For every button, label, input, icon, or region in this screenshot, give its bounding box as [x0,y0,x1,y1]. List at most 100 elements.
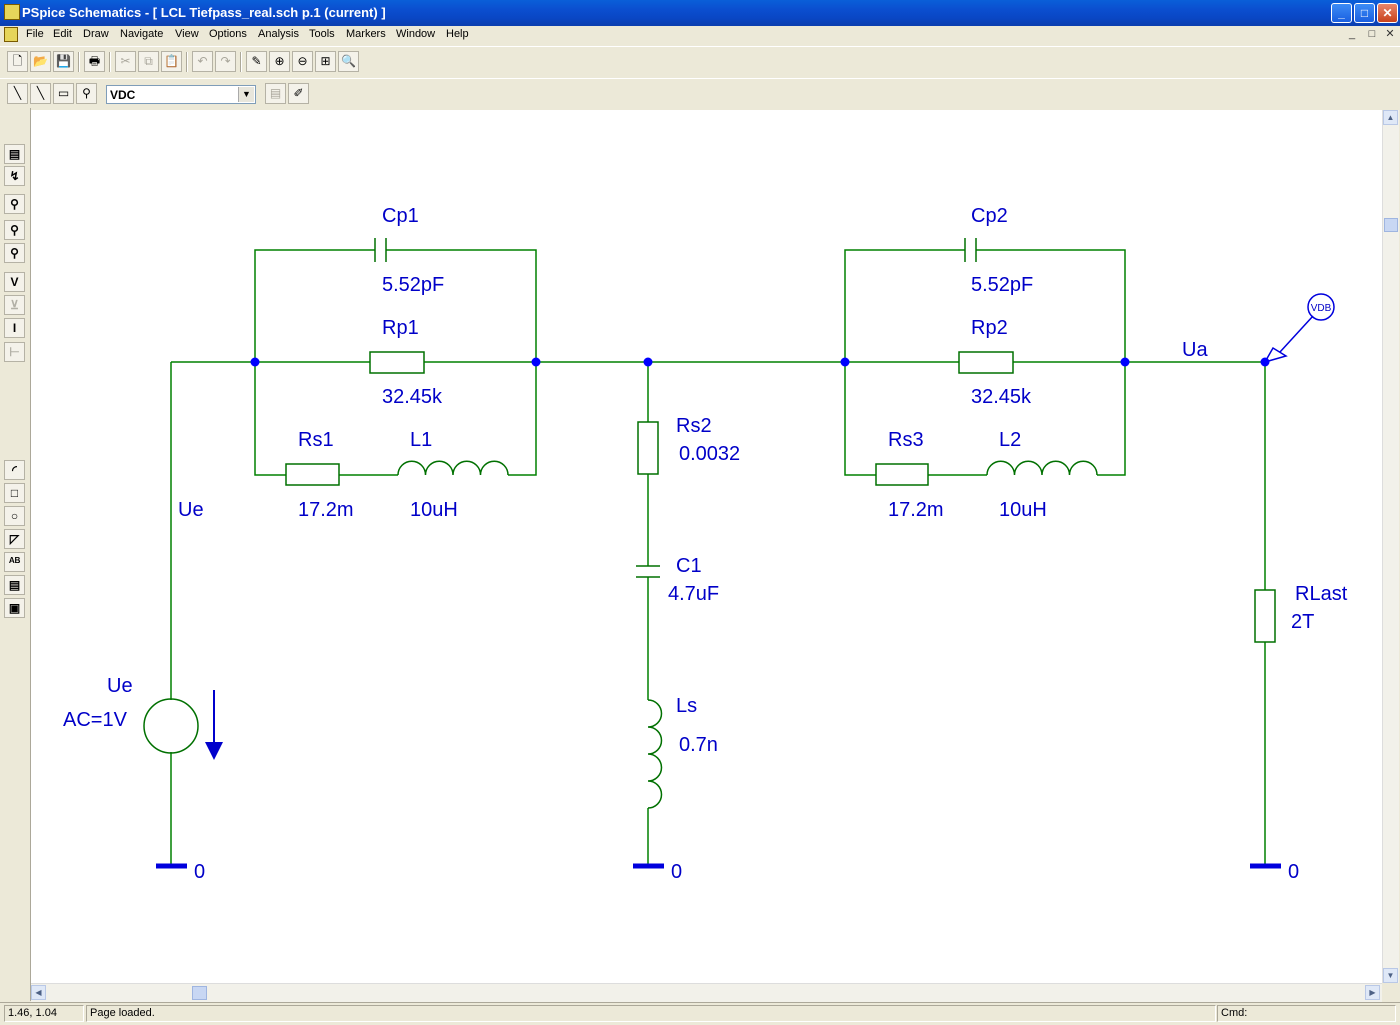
rp1-name[interactable]: Rp1 [382,317,419,339]
ls-name[interactable]: Ls [676,695,697,717]
menu-view[interactable]: View [175,28,199,40]
horizontal-scroll-thumb[interactable] [192,986,207,1000]
probe-2-icon[interactable]: ⚲ [4,220,25,240]
vdb-marker-icon[interactable] [1307,293,1335,321]
maximize-button[interactable]: □ [1354,3,1375,23]
net-label-ue[interactable]: Ue [178,499,204,521]
rlast-name[interactable]: RLast [1295,583,1348,605]
mdi-close-button[interactable]: ✕ [1385,28,1395,40]
menu-options[interactable]: Options [209,28,247,40]
scroll-down-icon[interactable]: ▼ [1383,968,1398,983]
paste-icon[interactable]: 📋 [161,51,182,72]
wire[interactable] [844,249,965,362]
new-icon[interactable]: 🗋 [7,51,28,72]
power-marker-icon[interactable]: ⊢ [4,342,25,362]
voltage-source-ue[interactable] [143,698,199,754]
zoom-fit-icon[interactable]: 🔍 [338,51,359,72]
cut-icon[interactable]: ✂ [115,51,136,72]
rs1-name[interactable]: Rs1 [298,429,334,451]
draw-circle-icon[interactable]: ○ [4,506,25,526]
command-field[interactable]: Cmd: [1217,1005,1396,1022]
wire[interactable] [386,249,537,362]
scroll-right-icon[interactable]: ▶ [1365,985,1380,1000]
print-icon[interactable]: 🖶 [84,51,105,72]
wire[interactable] [508,362,537,476]
scroll-up-icon[interactable]: ▲ [1383,110,1398,125]
ls-value[interactable]: 0.7n [679,734,718,756]
probe-icon[interactable]: ⚲ [4,194,25,214]
c1-name[interactable]: C1 [676,555,702,577]
vertical-scrollbar[interactable]: ▲ ▼ [1382,110,1399,983]
resistor-rlast[interactable] [1254,589,1276,643]
net-label-ua[interactable]: Ua [1182,339,1208,361]
save-icon[interactable]: 💾 [53,51,74,72]
menu-tools[interactable]: Tools [309,28,335,40]
junction-node[interactable] [531,357,541,367]
open-icon[interactable]: 📂 [30,51,51,72]
zoom-in-icon[interactable]: ⊕ [269,51,290,72]
junction-node[interactable] [1120,357,1130,367]
cp1-value[interactable]: 5.52pF [382,274,444,296]
redraw-icon[interactable]: ✎ [246,51,267,72]
l2-value[interactable]: 10uH [999,499,1047,521]
wire[interactable] [254,362,286,476]
document-icon[interactable] [4,27,18,42]
probe-3-icon[interactable]: ⚲ [4,243,25,263]
menu-navigate[interactable]: Navigate [120,28,164,40]
resistor-rs2[interactable] [637,421,659,475]
redo-icon[interactable]: ↷ [215,51,236,72]
junction-node[interactable] [840,357,850,367]
minimize-button[interactable]: _ [1331,3,1352,23]
voltage-diff-marker-icon[interactable]: ⊻ [4,295,25,315]
text-icon[interactable]: ᴬᴮ [4,552,25,572]
draw-wire-icon[interactable]: ╲ [7,83,28,104]
draw-block-icon[interactable]: ▭ [53,83,74,104]
draw-arc-icon[interactable]: ◜ [4,460,25,480]
zoom-area-icon[interactable]: ⊞ [315,51,336,72]
edit-attributes-icon[interactable]: ▤ [265,83,286,104]
resistor-rs1[interactable] [285,463,340,486]
get-part-icon[interactable]: ⚲ [76,83,97,104]
rs2-name[interactable]: Rs2 [676,415,712,437]
wire[interactable] [844,362,876,476]
mdi-minimize-button[interactable]: _ [1348,28,1356,40]
rp2-name[interactable]: Rp2 [971,317,1008,339]
zoom-out-icon[interactable]: ⊖ [292,51,313,72]
l1-name[interactable]: L1 [410,429,432,451]
draw-polyline-icon[interactable]: ◸ [4,529,25,549]
resistor-rp1[interactable] [369,351,425,374]
draw-bus-icon[interactable]: ╲ [30,83,51,104]
cp2-name[interactable]: Cp2 [971,205,1008,227]
menu-window[interactable]: Window [396,28,436,40]
menu-markers[interactable]: Markers [346,28,386,40]
wire[interactable] [1097,362,1126,476]
part-name-select[interactable]: VDC ▼ [106,85,256,104]
scroll-left-icon[interactable]: ◀ [31,985,46,1000]
rs2-value[interactable]: 0.0032 [679,443,740,465]
resistor-rp2[interactable] [958,351,1014,374]
simulate-icon[interactable]: ↯ [4,166,25,186]
undo-icon[interactable]: ↶ [192,51,213,72]
inductor-l1[interactable] [397,460,509,476]
menu-edit[interactable]: Edit [53,28,72,40]
app-icon[interactable] [4,4,20,20]
close-button[interactable]: ✕ [1377,3,1398,23]
inductor-ls[interactable] [647,699,663,809]
copy-icon[interactable]: ⧉ [138,51,159,72]
inductor-l2[interactable] [986,460,1098,476]
edit-symbol-icon[interactable]: ✐ [288,83,309,104]
setup-analysis-icon[interactable]: ▤ [4,144,25,164]
schematic-drawing[interactable]: VDB Cp1 5.52pF Rp1 32.45k Rs1 17.2m L1 1… [31,110,1382,983]
voltage-marker-icon[interactable]: V [4,272,25,292]
mdi-restore-button[interactable]: □ [1368,28,1376,40]
vdb-marker-arrow[interactable] [1263,346,1288,364]
text-box-icon[interactable]: ▤ [4,575,25,595]
ue-value[interactable]: AC=1V [63,709,128,731]
schematic-canvas[interactable]: VDB Cp1 5.52pF Rp1 32.45k Rs1 17.2m L1 1… [31,110,1382,983]
rs1-value[interactable]: 17.2m [298,499,354,521]
wire[interactable] [254,249,375,362]
chevron-down-icon[interactable]: ▼ [238,87,254,102]
current-marker-icon[interactable]: I [4,318,25,338]
resistor-rs3[interactable] [875,463,929,486]
l2-name[interactable]: L2 [999,429,1021,451]
